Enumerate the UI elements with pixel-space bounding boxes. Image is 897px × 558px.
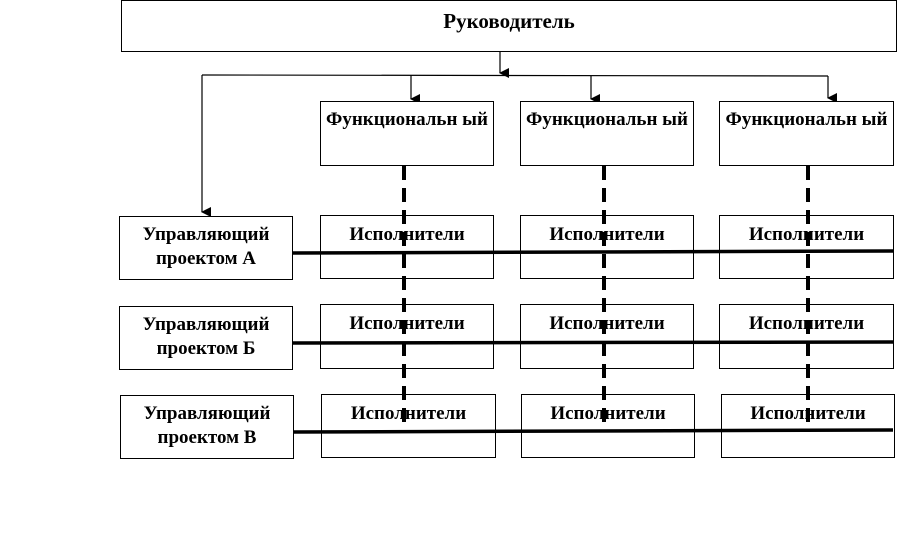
executors-label: Исполнители xyxy=(748,224,865,245)
functional-box-3: Функциональн ый xyxy=(719,101,894,166)
functional-box-2: Функциональн ый xyxy=(520,101,694,166)
head-label: Руководитель xyxy=(443,9,575,33)
executors-box-r3-c1: Исполнители xyxy=(321,394,496,458)
distribution-line xyxy=(201,74,829,77)
manager-label: Управляющий проектом Б xyxy=(142,314,270,359)
executors-box-r3-c3: Исполнители xyxy=(721,394,895,458)
executors-box-r2-c1: Исполнители xyxy=(320,304,494,369)
executors-box-r1-c2: Исполнители xyxy=(520,215,694,279)
executors-box-r3-c2: Исполнители xyxy=(521,394,695,458)
executors-box-r2-c3: Исполнители xyxy=(719,304,894,369)
functional-label: Функциональн ый xyxy=(526,109,688,130)
manager-label: Управляющий проектом В xyxy=(143,403,271,448)
functional-box-1: Функциональн ый xyxy=(320,101,494,166)
executors-label: Исполнители xyxy=(549,224,665,245)
executors-label: Исполнители xyxy=(750,403,866,424)
functional-label: Функциональн ый xyxy=(326,109,488,130)
executors-label: Исполнители xyxy=(349,224,465,245)
executors-label: Исполнители xyxy=(549,313,665,334)
manager-label: Управляющий проектом А xyxy=(142,224,270,269)
executors-box-r1-c1: Исполнители xyxy=(320,215,494,279)
manager-box-a: Управляющий проектом А xyxy=(119,216,293,280)
executors-box-r2-c2: Исполнители xyxy=(520,304,694,369)
executors-box-r1-c3: Исполнители xyxy=(719,215,894,279)
head-box: Руководитель xyxy=(121,0,897,52)
executors-label: Исполнители xyxy=(350,403,467,424)
functional-label: Функциональн ый xyxy=(725,109,888,130)
executors-label: Исполнители xyxy=(748,313,865,334)
executors-label: Исполнители xyxy=(550,403,666,424)
executors-label: Исполнители xyxy=(349,313,465,334)
manager-box-v: Управляющий проектом В xyxy=(120,395,294,459)
manager-box-b: Управляющий проектом Б xyxy=(119,306,293,370)
